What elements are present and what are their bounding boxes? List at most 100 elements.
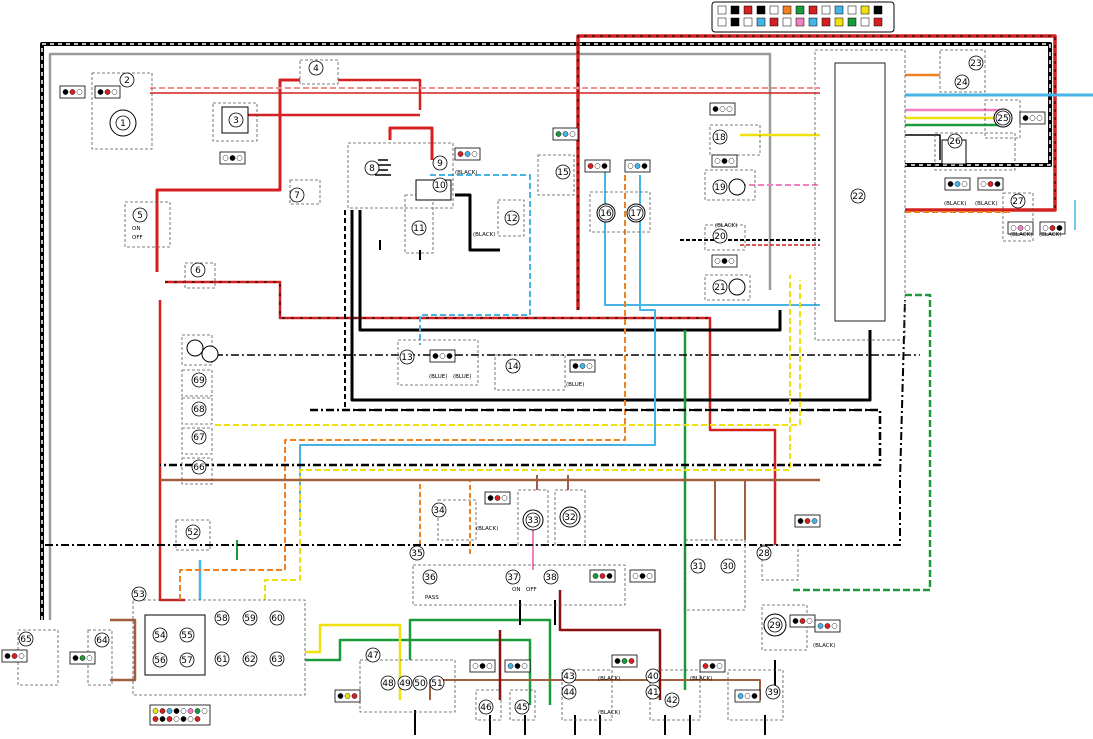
connector-pin — [873, 5, 883, 15]
connector-pin — [737, 693, 744, 699]
connector-pin — [847, 17, 857, 27]
component-label-10: 10 — [432, 177, 448, 193]
connector-pin — [457, 151, 464, 157]
connector-pin — [961, 181, 968, 187]
component-label-circle — [562, 509, 578, 525]
connector-pin — [614, 658, 621, 664]
component-label-circle — [429, 675, 445, 691]
connector-pin — [782, 17, 792, 27]
component-label-circle — [555, 164, 571, 180]
connector-pin — [555, 131, 562, 137]
black-label-26b: (BLACK) — [975, 201, 997, 207]
component-label-text: 54 — [154, 631, 166, 641]
component-label-circle — [712, 129, 728, 145]
connector-pin — [72, 655, 79, 661]
component-label-37: 37 — [505, 569, 521, 585]
connector-pin — [782, 5, 792, 15]
connector-pin — [634, 163, 641, 169]
connector-pin — [717, 17, 727, 27]
component-label-text: 36 — [424, 573, 436, 583]
switch-off-label: OFF — [132, 235, 143, 241]
connector-pin — [1010, 225, 1017, 231]
component-label-text: 56 — [154, 656, 166, 666]
component-label-circle — [191, 429, 207, 445]
black-label-27a: (BLACK) — [1010, 232, 1032, 238]
connector-pin — [222, 155, 229, 161]
connector-pin — [743, 5, 753, 15]
connector-glyph-body — [149, 704, 211, 726]
connector-pin — [621, 658, 628, 664]
component-label-text: 51 — [431, 679, 442, 689]
connector-glyph — [709, 102, 736, 116]
component-label-text: 26 — [949, 137, 961, 147]
connector-pin — [811, 518, 818, 524]
component-label-circle — [525, 512, 541, 528]
connector-pin — [1036, 115, 1043, 121]
component-label-51: 51 — [429, 675, 445, 691]
component-label-circle — [954, 74, 970, 90]
component-label-circle — [214, 651, 230, 667]
component-label-text: 41 — [647, 688, 658, 698]
component-label-21: 21 — [712, 279, 728, 295]
component-label-circle — [767, 617, 783, 633]
component-label-27: 27 — [1010, 193, 1026, 209]
component-label-circle — [598, 205, 614, 221]
component-label-30: 30 — [720, 558, 736, 574]
black-label-20: (BLACK) — [715, 223, 737, 229]
component-label-text: 21 — [714, 283, 725, 293]
component-label-text: 48 — [382, 679, 394, 689]
connector-pin — [152, 716, 159, 722]
connector-glyph — [552, 127, 579, 141]
connector-pin — [824, 623, 831, 629]
component-label-circle — [191, 459, 207, 475]
component-label-text: 4 — [313, 64, 319, 74]
component-label-43: 43 — [561, 668, 577, 684]
connector-glyph — [734, 689, 761, 703]
component-label-text: 67 — [193, 433, 204, 443]
connector-pin — [795, 17, 805, 27]
connector-glyph — [94, 85, 121, 99]
component-label-36: 36 — [422, 569, 438, 585]
component-label-33: 33 — [525, 512, 541, 528]
connector-pin — [432, 353, 439, 359]
component-label-8: 8 — [364, 160, 380, 176]
connector-pin — [187, 716, 194, 722]
component-label-circle — [228, 112, 244, 128]
component-label-circle — [365, 647, 381, 663]
connector-pin — [987, 181, 994, 187]
component-label-11: 11 — [411, 220, 427, 236]
connector-pin — [572, 363, 579, 369]
connector-pin — [1049, 225, 1056, 231]
connector-pin — [792, 618, 799, 624]
component-label-text: 57 — [181, 656, 192, 666]
text-labels: ON OFF PASS ON OFF (BLACK) (BLACK) (BLUE… — [132, 170, 1061, 716]
connector-pin — [797, 518, 804, 524]
connector-pin — [728, 158, 735, 164]
component-label-circle — [505, 358, 521, 374]
component-label-text: 16 — [600, 209, 612, 219]
component-label-4: 4 — [308, 60, 324, 76]
connector-pin — [159, 716, 166, 722]
connector-pin — [804, 518, 811, 524]
connector-pin — [1022, 115, 1029, 121]
component-label-text: 11 — [413, 224, 424, 234]
component-label-circle — [364, 160, 380, 176]
component-label-circle — [478, 699, 494, 715]
component-label-1: 1 — [115, 115, 131, 131]
black-label-40: (BLACK) — [690, 676, 712, 682]
component-label-circle — [995, 110, 1011, 126]
component-label-text: 66 — [193, 463, 205, 473]
component-label-circle — [269, 610, 285, 626]
connector-glyph — [789, 614, 816, 628]
connector-pin — [817, 623, 824, 629]
component-label-circle — [119, 72, 135, 88]
component-label-circle — [968, 55, 984, 71]
component-label-text: 19 — [714, 183, 726, 193]
connector-pin — [1056, 225, 1063, 231]
connector-glyph — [711, 154, 738, 168]
connector-pin — [954, 181, 961, 187]
connector-pin — [1017, 225, 1024, 231]
connector-pin — [743, 17, 753, 27]
ground-stubs — [379, 240, 776, 735]
